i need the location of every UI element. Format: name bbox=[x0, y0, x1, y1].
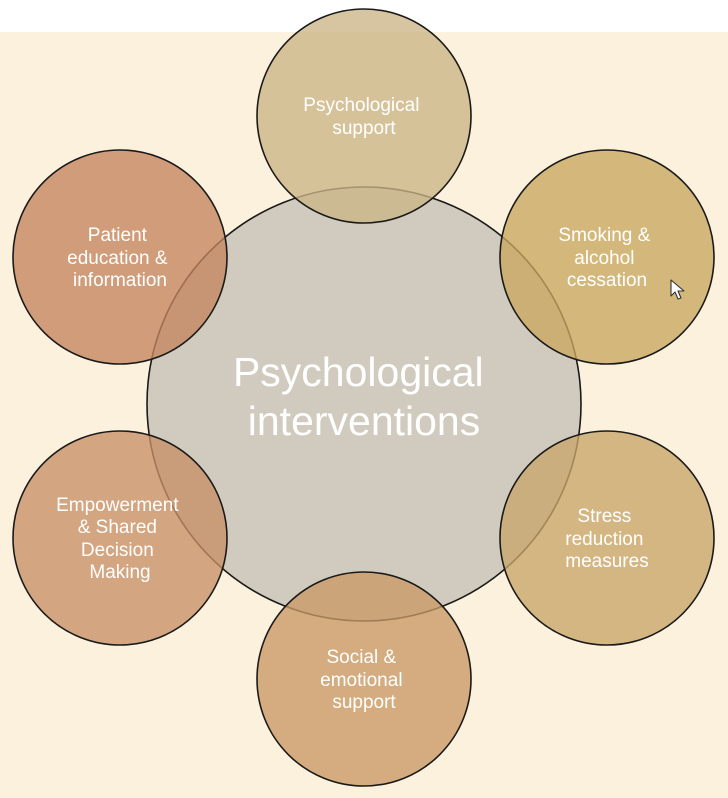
node-circle-patient-education-information bbox=[12, 149, 228, 365]
node-label-patient-education-information: Patient education & information bbox=[67, 225, 173, 291]
node-label-line: Social & bbox=[327, 647, 397, 668]
node-label-line: cessation bbox=[567, 270, 647, 291]
node-label-line: measures bbox=[565, 551, 648, 572]
node-label-line: Smoking & bbox=[558, 225, 650, 246]
node-label-smoking-alcohol-cessation: Smoking & alcohol cessation bbox=[558, 225, 655, 291]
node-circle-smoking-alcohol-cessation bbox=[499, 149, 715, 365]
center-label-line: interventions bbox=[248, 398, 480, 444]
node-circle-empowerment-shared-decision-making bbox=[12, 430, 228, 646]
node-label-line: Patient bbox=[88, 225, 148, 246]
node-label-line: Decision bbox=[81, 540, 154, 561]
node-label-line: Empowerment bbox=[56, 495, 179, 516]
node-circle-stress-reduction-measures bbox=[499, 430, 715, 646]
node-label-line: support bbox=[332, 692, 396, 713]
node-label-line: information bbox=[73, 270, 167, 291]
node-circle-psychological-support bbox=[256, 8, 472, 224]
node-label-line: education & bbox=[67, 248, 168, 269]
node-label-line: alcohol bbox=[574, 248, 634, 269]
node-label-line: Psychological bbox=[303, 95, 419, 116]
node-label-line: Making bbox=[89, 562, 150, 583]
node-label-line: Stress bbox=[577, 506, 631, 527]
node-label-social-emotional-support: Social & emotional support bbox=[320, 647, 408, 713]
center-label: Psychological interventions bbox=[233, 349, 495, 444]
node-label-empowerment-shared-decision-making: Empowerment & Shared Decision Making bbox=[56, 495, 184, 583]
node-label-psychological-support: Psychological support bbox=[303, 95, 424, 139]
node-label-line: & Shared bbox=[78, 517, 157, 538]
node-circle-social-emotional-support bbox=[256, 571, 472, 787]
node-label-line: emotional bbox=[320, 670, 402, 691]
mouse-cursor-icon bbox=[670, 279, 685, 300]
node-label-line: reduction bbox=[565, 529, 643, 550]
node-label-line: support bbox=[332, 118, 396, 139]
center-label-line: Psychological bbox=[233, 349, 484, 395]
node-label-stress-reduction-measures: Stress reduction measures bbox=[565, 506, 648, 572]
